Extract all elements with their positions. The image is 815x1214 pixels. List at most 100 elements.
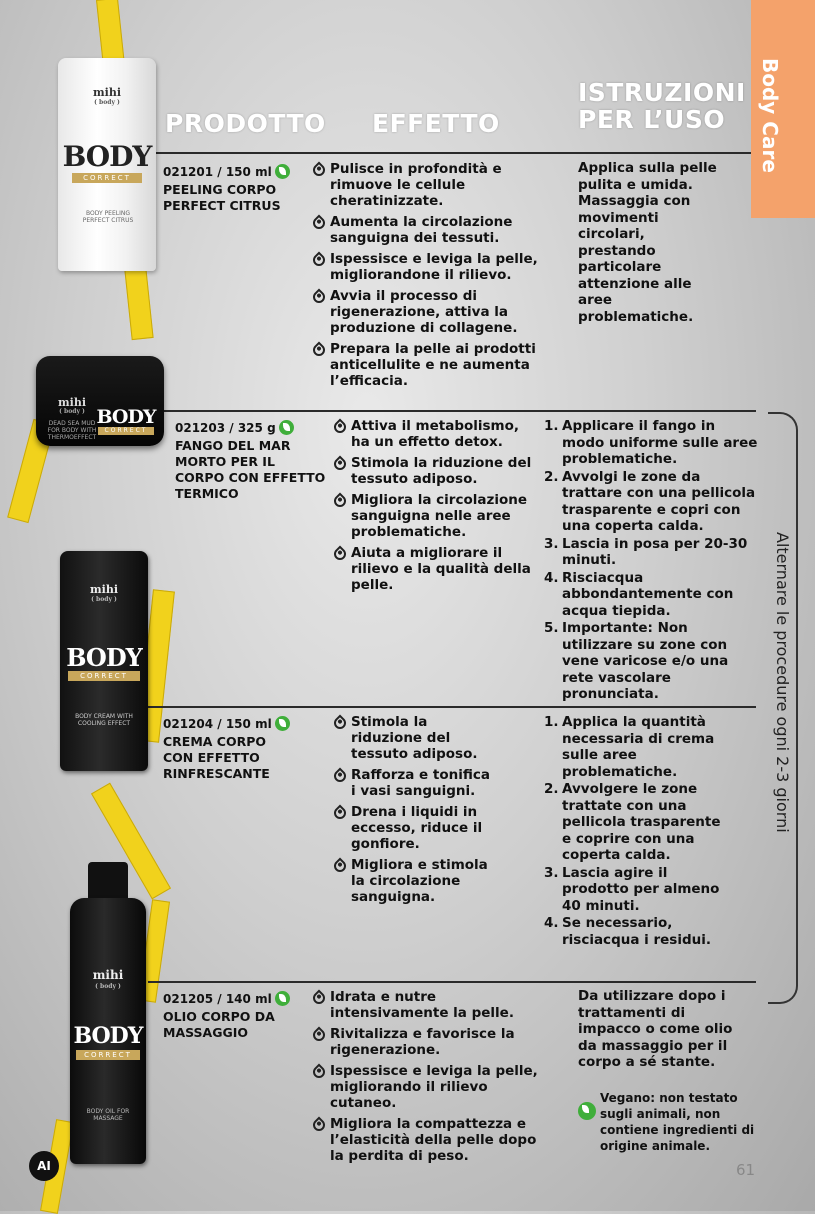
step-item: 4.Se necessario, risciacqua i residui. xyxy=(544,915,711,948)
section-tab-label: Body Care xyxy=(758,58,782,173)
steps-list: 1.Applicare il fango in modo uniforme su… xyxy=(544,418,762,704)
drop-icon xyxy=(331,455,349,473)
effect-item: Migliora e stimola la circolazione sangu… xyxy=(331,857,498,905)
step-item: 1.Applicare il fango in modo uniforme su… xyxy=(544,418,758,467)
pack-body: BODY xyxy=(66,643,143,672)
drop-icon xyxy=(331,418,349,436)
effect-item: Attiva il metabolismo, ha un effetto det… xyxy=(331,418,533,450)
pack-sub: BODY PEELING PERFECT CITRUS xyxy=(82,210,134,224)
drop-icon xyxy=(310,288,328,306)
product-name-line: FANGO DEL MAR xyxy=(175,438,291,453)
drop-icon xyxy=(310,989,328,1007)
pack-body: BODY xyxy=(96,406,156,428)
vegan-note-text: Vegano: non testato sugli animali, non c… xyxy=(600,1091,755,1153)
effect-item: Stimola la riduzione del tessuto adiposo… xyxy=(331,455,533,487)
header-instructions-line1: ISTRUZIONI xyxy=(578,78,746,107)
product-info: 021204 / 150 ml CREMA CORPO CON EFFETTO … xyxy=(163,716,303,782)
effect-item: Prepara la pelle ai prodotti anticelluli… xyxy=(310,341,540,389)
step-item: 2.Avvolgi le zone da trattare con una pe… xyxy=(544,468,756,535)
steps-bracket xyxy=(768,412,798,1004)
leaf-icon xyxy=(278,420,294,435)
effect-item: Idrata e nutre intensivamente la pelle. xyxy=(310,989,540,1021)
product-code: 021204 / 150 ml xyxy=(163,717,272,731)
step-item: 2.Avvolgere le zone trattate con una pel… xyxy=(544,781,721,863)
product-image-cream: mihi ( body ) BODY CORRECT BODY CREAM WI… xyxy=(60,551,148,771)
drop-icon xyxy=(310,341,328,359)
drop-icon xyxy=(310,1063,328,1081)
product-image-oil: mihi ( body ) BODY CORRECT BODY OIL FOR … xyxy=(70,898,146,1164)
pack-brand: mihi xyxy=(92,968,124,982)
step-item: 1.Applica la quantità necessaria di crem… xyxy=(544,714,715,780)
header-effect: EFFETTO xyxy=(372,109,500,138)
pack-sub: BODY CREAM WITH COOLING EFFECT xyxy=(75,713,133,727)
vegan-note: Vegano: non testato sugli animali, non c… xyxy=(578,1090,758,1154)
product-name-line: PEELING CORPO xyxy=(163,182,277,197)
pack-body: BODY xyxy=(73,1023,144,1049)
drop-icon xyxy=(331,714,349,732)
row-divider xyxy=(148,410,756,412)
effects-list: Attiva il metabolismo, ha un effetto det… xyxy=(331,418,533,598)
effects-list: Idrata e nutre intensivamente la pelle. … xyxy=(310,989,540,1169)
leaf-icon xyxy=(274,164,290,179)
header-instructions-line2: PER L’USO xyxy=(578,105,726,134)
product-image-peeling: mihi ( body ) BODY CORRECT BODY PEELING … xyxy=(58,58,156,271)
effect-item: Aiuta a migliorare il rilievo e la quali… xyxy=(331,545,533,593)
product-name-line: TERMICO xyxy=(175,486,239,501)
product-name-line: PERFECT CITRUS xyxy=(163,198,281,213)
effect-item: Pulisce in profondità e rimuove le cellu… xyxy=(310,161,540,209)
product-code: 021205 / 140 ml xyxy=(163,992,272,1006)
row-divider xyxy=(148,152,751,154)
pack-band: CORRECT xyxy=(68,671,140,681)
product-code: 021203 / 325 g xyxy=(175,421,276,435)
step-item: 4.Risciacqua abbondantemente con acqua t… xyxy=(544,569,734,619)
effect-item: Drena i liquidi in eccesso, riduce il go… xyxy=(331,804,498,852)
ai-badge: AI xyxy=(29,1151,59,1181)
effects-list: Stimola la riduzione del tessuto adiposo… xyxy=(331,714,498,910)
pack-brand: mihi xyxy=(93,86,121,99)
steps-list: 1.Applica la quantità necessaria di crem… xyxy=(544,714,730,949)
drop-icon xyxy=(331,492,349,510)
drop-icon xyxy=(310,251,328,269)
step-item: 3.Lascia agire il prodotto per almeno 40… xyxy=(544,864,720,914)
row-divider xyxy=(148,706,756,708)
effects-list: Pulisce in profondità e rimuove le cellu… xyxy=(310,161,540,394)
leaf-icon xyxy=(578,1102,596,1120)
product-name-line: MORTO PER IL xyxy=(175,454,275,469)
product-code: 021201 / 150 ml xyxy=(163,165,272,179)
pack-band: CORRECT xyxy=(98,427,154,435)
product-name-line: CORPO CON EFFETTO xyxy=(175,470,326,485)
pack-brand: mihi xyxy=(90,583,118,596)
pack-band: CORRECT xyxy=(72,173,142,183)
effect-item: Ispessisce e leviga la pelle, migliorand… xyxy=(310,1063,540,1111)
pack-brand: mihi xyxy=(58,396,86,409)
step-item: 3.Lascia in posa per 20-30 minuti. xyxy=(544,535,748,569)
effect-item: Ispessisce e leviga la pelle, migliorand… xyxy=(310,251,540,283)
pack-sub: DEAD SEA MUD FOR BODY WITH THERMOEFFECT xyxy=(47,420,97,441)
drop-icon xyxy=(310,1116,328,1134)
drop-icon xyxy=(331,545,349,563)
drop-icon xyxy=(310,161,328,179)
pack-band: CORRECT xyxy=(76,1050,140,1060)
pack-line: ( body ) xyxy=(91,596,117,603)
effect-item: Migliora la compattezza e l’elasticità d… xyxy=(310,1116,540,1164)
pack-line: ( body ) xyxy=(95,983,121,990)
effect-item: Migliora la circolazione sanguigna nelle… xyxy=(331,492,533,540)
product-name-line: MASSAGGIO xyxy=(163,1025,249,1040)
product-info: 021203 / 325 g FANGO DEL MAR MORTO PER I… xyxy=(175,420,335,502)
product-name-line: OLIO CORPO DA xyxy=(163,1009,275,1024)
effect-item: Rivitalizza e favorisce la rigenerazione… xyxy=(310,1026,540,1058)
leaf-icon xyxy=(274,991,290,1006)
pack-line: ( body ) xyxy=(59,408,85,415)
pack-line: ( body ) xyxy=(94,99,120,106)
pack-body: BODY xyxy=(62,140,153,173)
effect-item: Avvia il processo di rigenerazione, atti… xyxy=(310,288,540,336)
instructions-text: Da utilizzare dopo i trattamenti di impa… xyxy=(578,988,733,1070)
header-product: PRODOTTO xyxy=(165,109,326,138)
leaf-icon xyxy=(274,716,290,731)
product-name-line: CON EFFETTO xyxy=(163,750,260,765)
drop-icon xyxy=(331,804,349,822)
effect-item: Aumenta la circolazione sanguigna dei te… xyxy=(310,214,540,246)
drop-icon xyxy=(310,1026,328,1044)
page-number: 61 xyxy=(736,1161,756,1179)
product-name-line: RINFRESCANTE xyxy=(163,766,270,781)
